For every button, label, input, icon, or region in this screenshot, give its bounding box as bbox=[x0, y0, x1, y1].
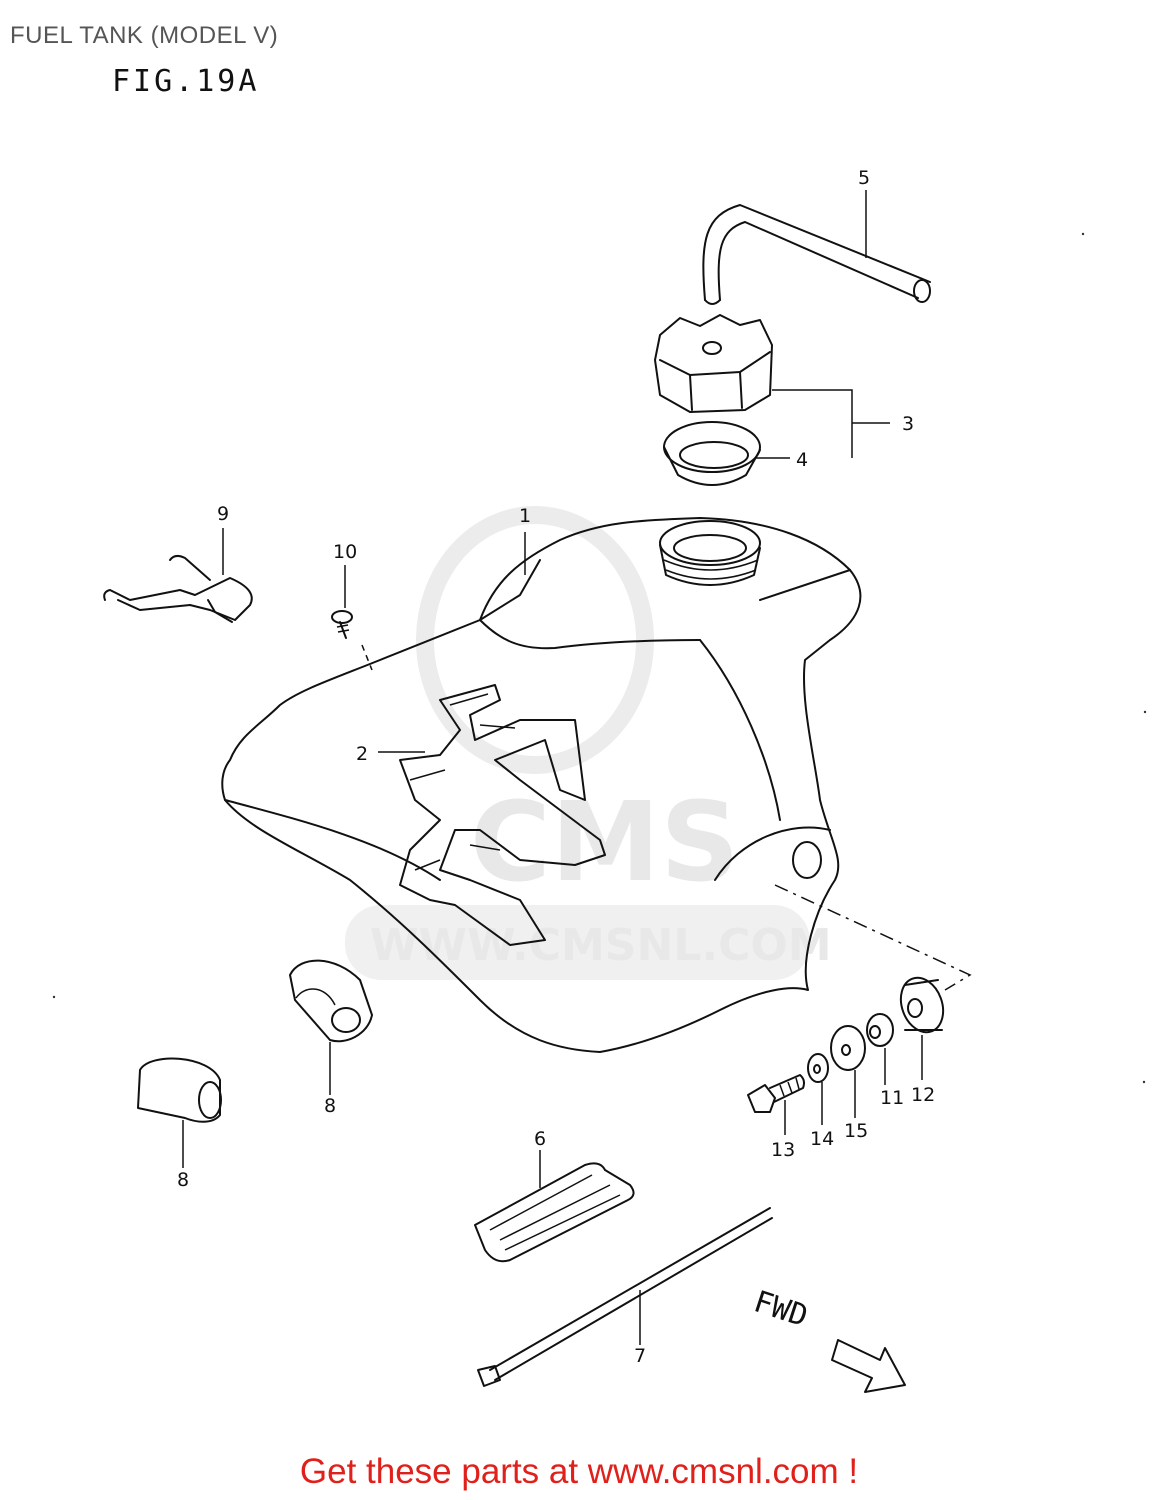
speck bbox=[1143, 710, 1147, 714]
part-7-strap bbox=[477, 1207, 773, 1387]
callout-4: 4 bbox=[796, 449, 808, 471]
callout-6: 6 bbox=[534, 1128, 546, 1150]
part-4-cap-gasket bbox=[663, 421, 761, 486]
fwd-label: FWD bbox=[750, 1284, 812, 1334]
watermark-brand: CMS bbox=[470, 778, 739, 906]
part-14-washer bbox=[807, 1053, 829, 1083]
callout-11: 11 bbox=[880, 1087, 904, 1109]
callout-15: 15 bbox=[844, 1120, 868, 1142]
part-8-cushion-b bbox=[137, 1057, 222, 1123]
callout-1: 1 bbox=[519, 505, 531, 527]
callout-2: 2 bbox=[356, 743, 368, 765]
callout-3: 3 bbox=[902, 413, 914, 435]
callout-8b: 8 bbox=[177, 1169, 189, 1191]
speck bbox=[1142, 1080, 1146, 1084]
page-title: FUEL TANK (MODEL V) bbox=[10, 22, 279, 49]
part-5-breather-hose bbox=[702, 204, 931, 305]
leader-mount bbox=[774, 884, 972, 991]
part-10-screw bbox=[331, 610, 353, 639]
callout-7: 7 bbox=[634, 1345, 646, 1367]
fwd-arrow-icon bbox=[831, 1339, 906, 1393]
callout-12: 12 bbox=[911, 1084, 935, 1106]
part-2-emblem bbox=[399, 684, 606, 946]
callout-10: 10 bbox=[333, 541, 357, 563]
callout-14: 14 bbox=[810, 1128, 834, 1150]
callout-13: 13 bbox=[771, 1139, 795, 1161]
part-12-grommet bbox=[899, 976, 945, 1034]
callout-9: 9 bbox=[217, 503, 229, 525]
part-15-washer bbox=[830, 1025, 866, 1071]
callout-8a: 8 bbox=[324, 1095, 336, 1117]
speck bbox=[52, 995, 56, 999]
speck bbox=[1081, 232, 1085, 236]
watermark-url: WWW.CMSNL.COM bbox=[370, 920, 832, 971]
figure-label: FIG.19A bbox=[112, 64, 260, 99]
part-9-clip bbox=[103, 554, 253, 623]
leader-10-dash bbox=[361, 644, 373, 671]
part-3-fuel-cap bbox=[654, 314, 773, 413]
footer-link[interactable]: Get these parts at www.cmsnl.com ! bbox=[299, 1452, 859, 1491]
watermark: CMS WWW.CMSNL.COM bbox=[345, 506, 832, 980]
leader-3-4 bbox=[755, 389, 890, 459]
part-8-cushion-a bbox=[289, 959, 373, 1043]
part-13-bolt bbox=[747, 1074, 805, 1113]
part-6-pad bbox=[474, 1162, 635, 1263]
part-11-collar bbox=[866, 1013, 894, 1047]
callout-5: 5 bbox=[858, 167, 870, 189]
